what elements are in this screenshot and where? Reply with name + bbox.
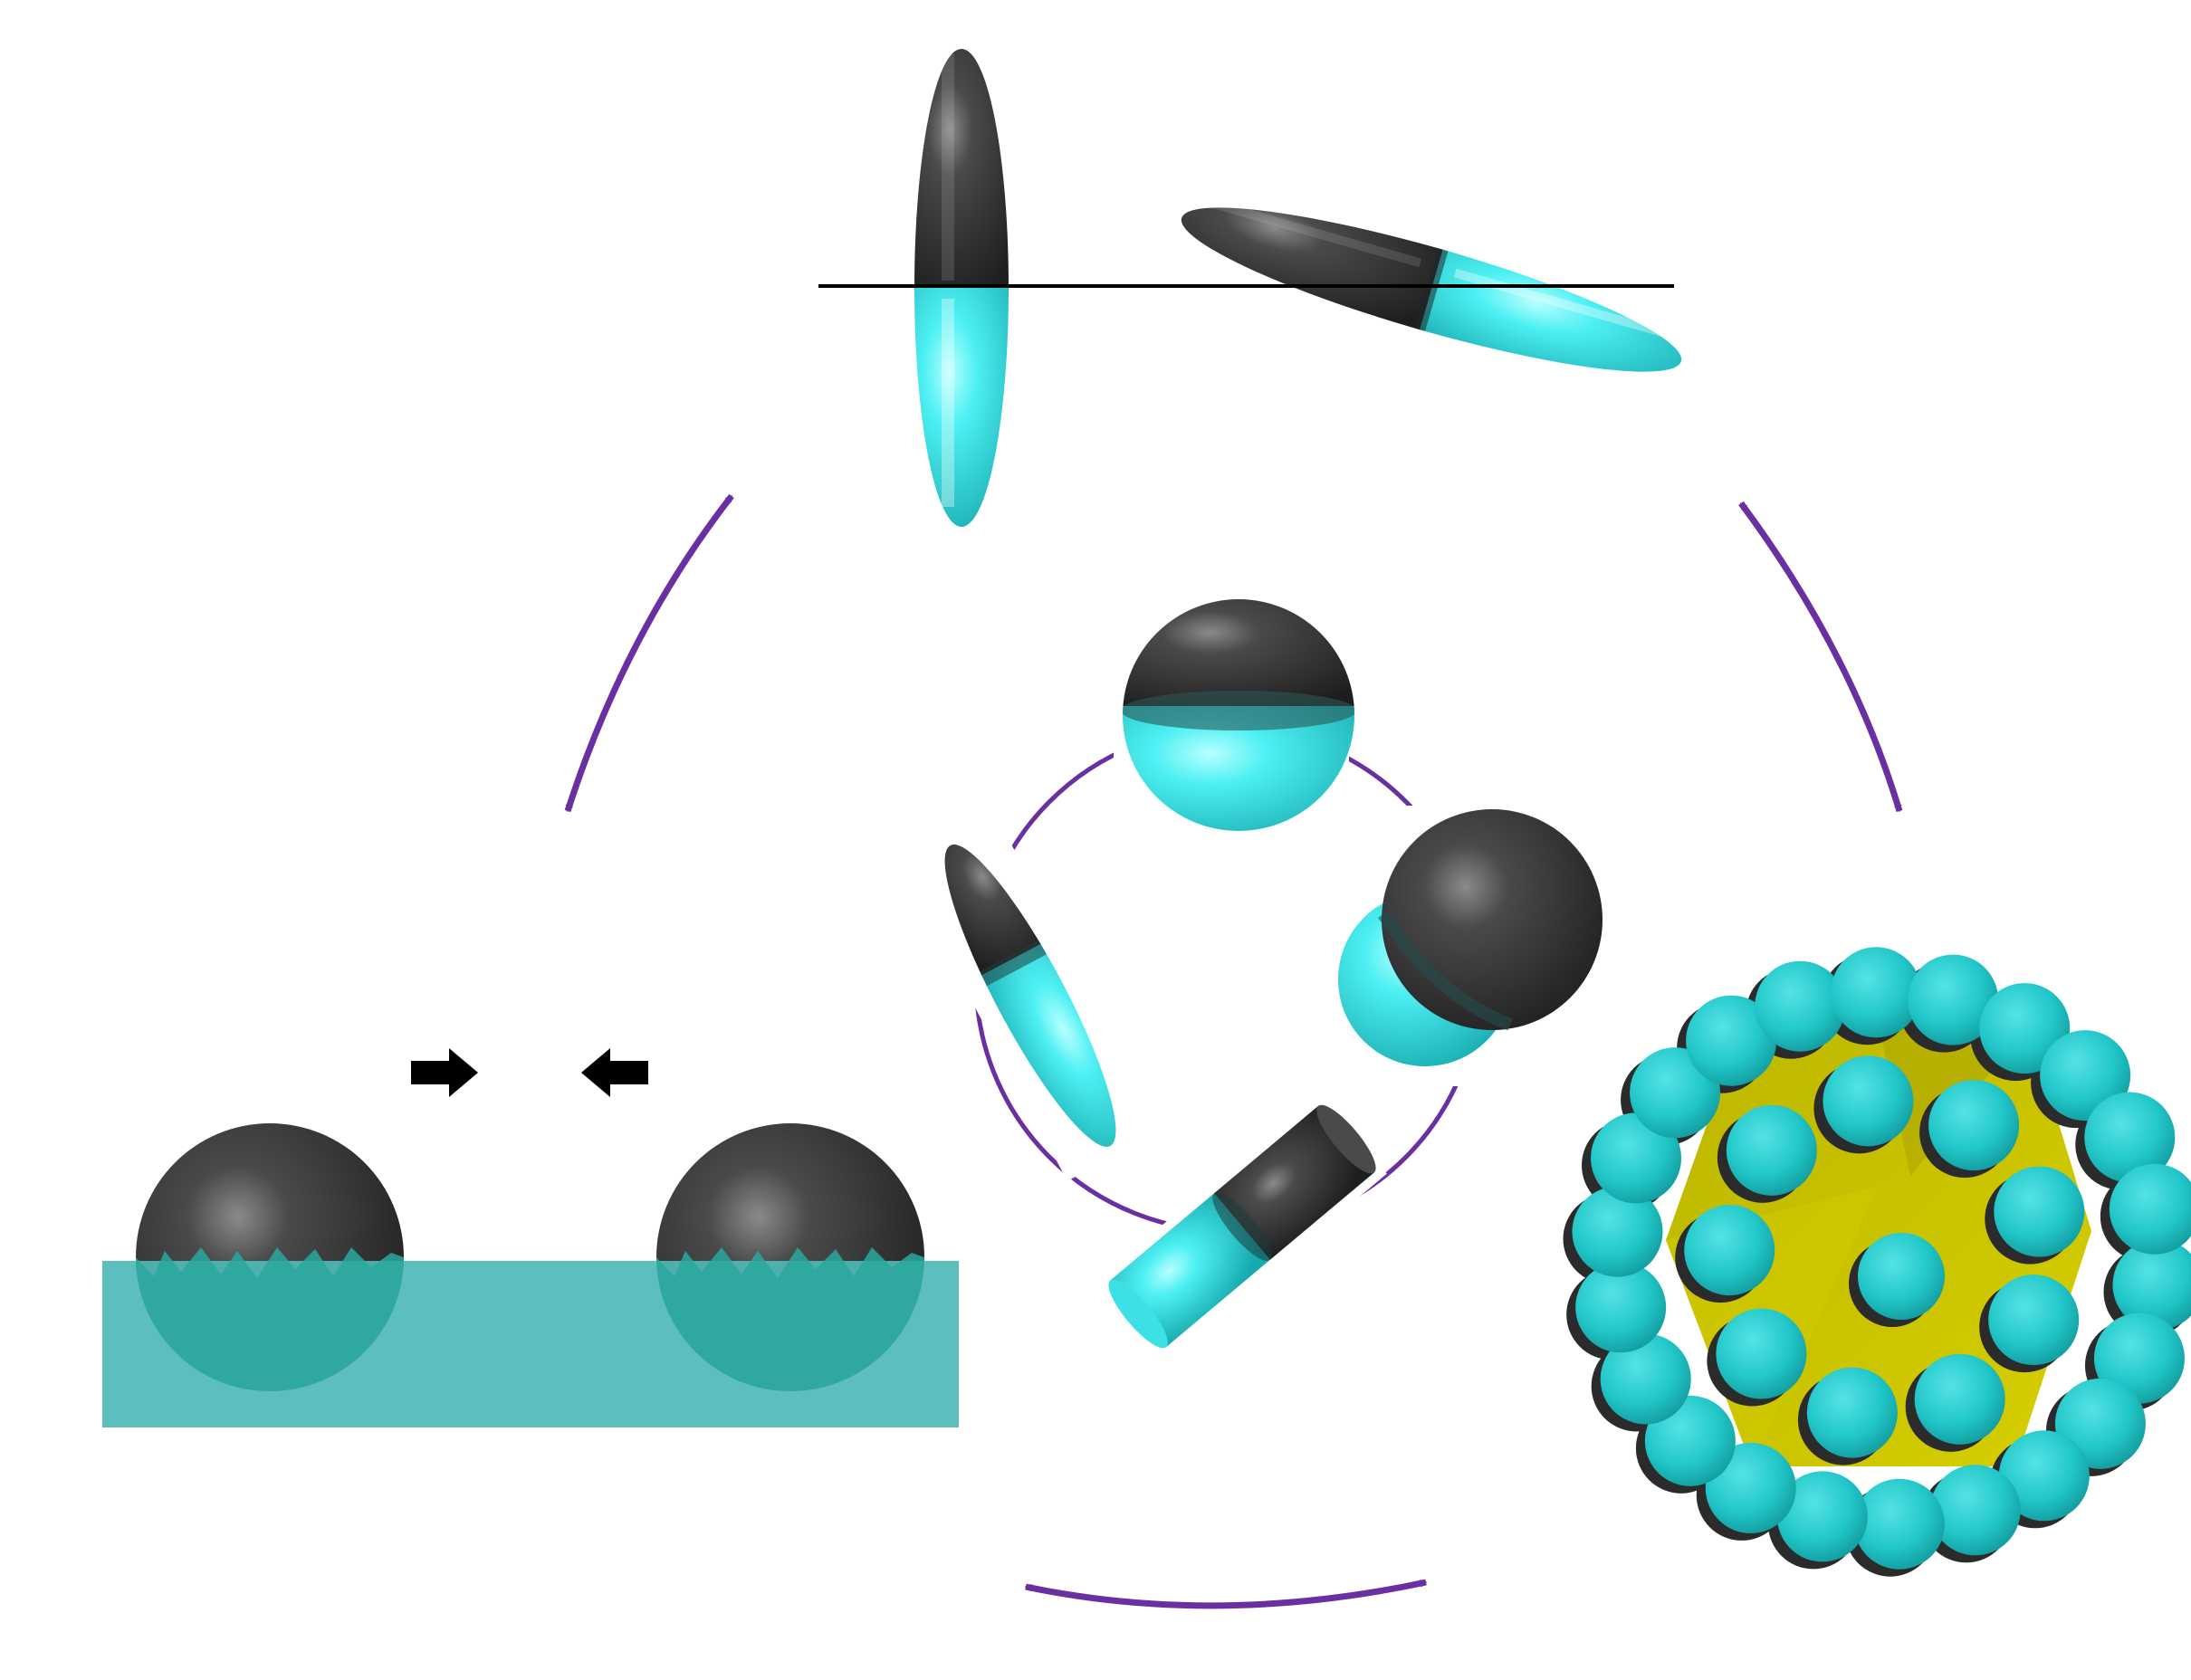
coating-particle <box>1858 1233 1945 1320</box>
coating-particle <box>2084 1092 2176 1183</box>
coating-particles <box>1563 947 2191 1577</box>
top-right-double-arrow <box>1738 501 1903 813</box>
janus-ellipsoid-left <box>897 810 1163 1181</box>
right-panel <box>1563 947 2191 1577</box>
left-pointing-force-arrow <box>581 1048 648 1097</box>
coating-particle <box>1908 954 1999 1045</box>
coating-particle <box>1831 947 1922 1038</box>
janus-sphere-top <box>1114 593 1354 837</box>
top-panel <box>818 49 1693 527</box>
tilted-ellipsoid <box>1170 177 1693 402</box>
coating-particle <box>1806 1367 1898 1458</box>
coating-particle <box>1823 1055 1914 1147</box>
coating-particle <box>2112 1239 2191 1331</box>
bottom-double-arrow <box>1024 1579 1428 1609</box>
coating-particle <box>1914 1353 2005 1445</box>
coating-particle <box>1726 1104 1817 1196</box>
coating-particle <box>1994 1166 2085 1257</box>
coating-particle <box>1929 1465 2021 1556</box>
coating-particle <box>1998 1430 2090 1522</box>
right-sphere-submerged <box>656 1247 924 1391</box>
coating-particle <box>1686 995 1777 1086</box>
left-sphere-submerged <box>136 1247 404 1391</box>
coating-particle <box>1853 1478 1945 1570</box>
coating-particle <box>2109 1163 2191 1255</box>
coating-particle <box>1988 1274 2080 1366</box>
cycle-arrows <box>564 493 1903 1609</box>
left-panel <box>102 1048 959 1427</box>
top-left-double-arrow <box>564 493 734 813</box>
coating-particle <box>1600 1333 1691 1425</box>
coating-particle <box>1591 1112 1682 1204</box>
coating-particle <box>1572 1186 1663 1277</box>
coating-particle <box>1776 1471 1868 1562</box>
janus-cylinder-bottom <box>1097 1093 1387 1360</box>
center-panel <box>897 593 1603 1360</box>
janus-snowman-right <box>1331 806 1603 1086</box>
right-pointing-force-arrow <box>411 1048 478 1097</box>
coating-particle <box>1684 1205 1775 1296</box>
coating-particle <box>2093 1312 2185 1404</box>
coating-particle <box>1928 1080 2020 1171</box>
coating-particle <box>1755 960 1846 1052</box>
coating-particle <box>1575 1262 1667 1353</box>
coating-particle <box>1716 1308 1807 1399</box>
